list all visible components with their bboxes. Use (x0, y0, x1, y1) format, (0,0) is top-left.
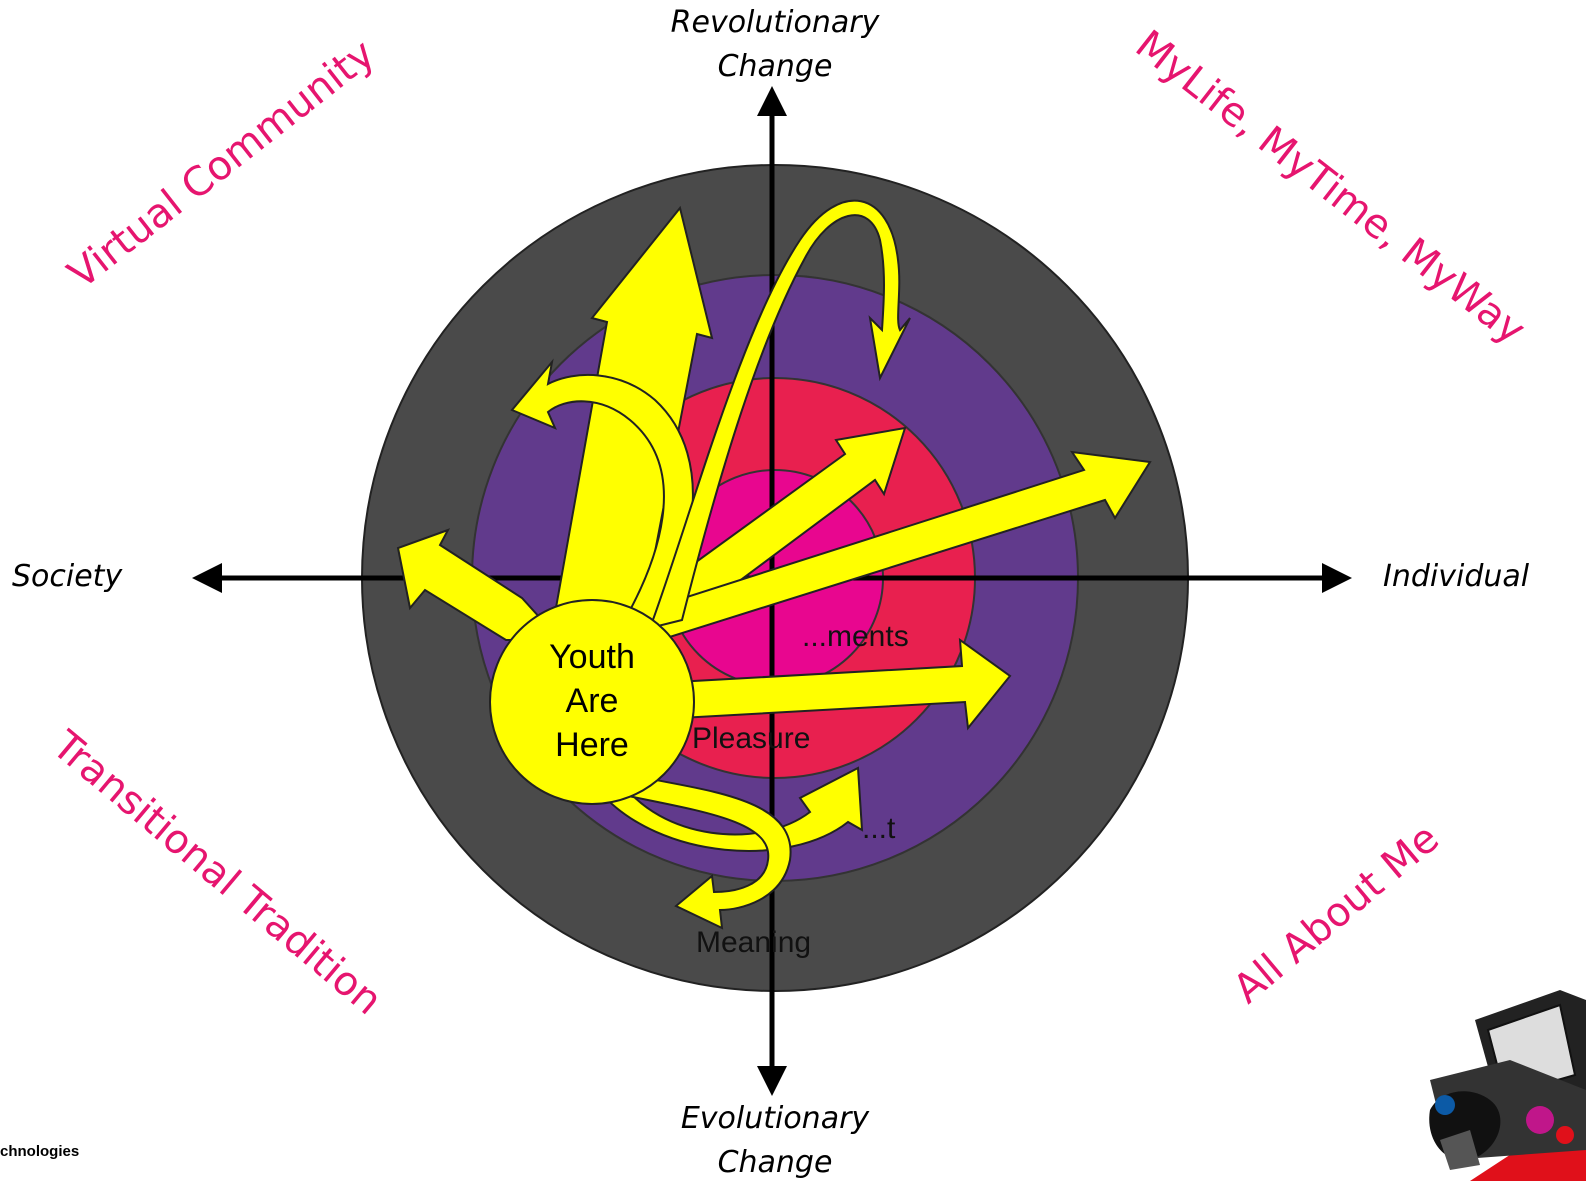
ring-label-meaning: Meaning (696, 926, 811, 959)
center-label-line1: Youth (549, 638, 635, 676)
axis-label-bottom-line1: Evolutionary (681, 1101, 871, 1136)
ring-label-entertainment: ...t (862, 812, 896, 845)
footer-text: chnologies (0, 1143, 79, 1160)
center-label-line3: Here (555, 726, 629, 764)
quadrant-top-left: Virtual Community (60, 31, 384, 298)
ring-label-inner: ...ments (802, 620, 909, 653)
ring-label-pleasure: Pleasure (692, 722, 810, 755)
axis-label-top-line1: Revolutionary (671, 5, 881, 40)
axis-label-right: Individual (1383, 559, 1530, 594)
center-label-line2: Are (566, 682, 619, 720)
quadrant-bottom-right: All About Me (1225, 815, 1448, 1012)
axis-label-top-line2: Change (718, 49, 833, 84)
axis-label-left: Society (12, 559, 123, 594)
quadrant-top-right: MyLife, MyTime, MyWay (1127, 22, 1534, 354)
quadrant-bottom-left: Transitional Tradition (43, 722, 391, 1024)
axis-label-bottom-line2: Change (718, 1145, 833, 1180)
laptop-illustration (1429, 990, 1586, 1181)
